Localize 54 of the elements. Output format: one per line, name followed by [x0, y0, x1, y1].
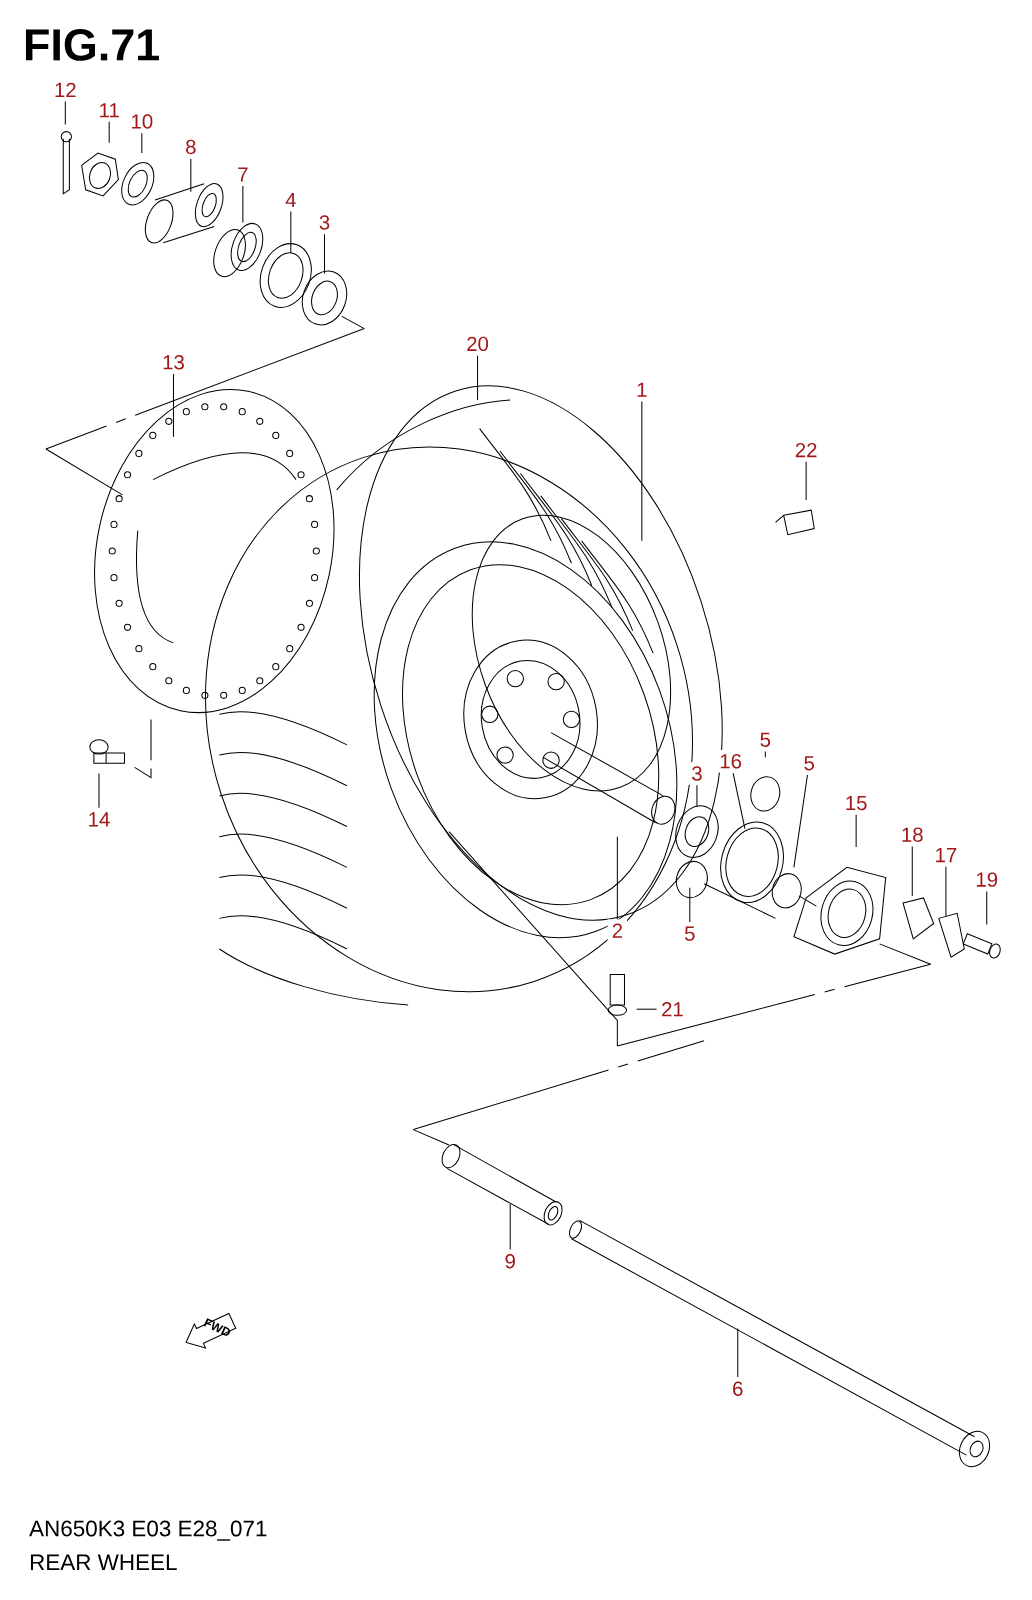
- callout-number: 11: [94, 99, 125, 122]
- leader-line: [173, 373, 175, 438]
- leader-line: [509, 1203, 511, 1250]
- leader-line: [65, 101, 66, 125]
- leader-line: [732, 772, 746, 830]
- callout-number: 21: [657, 998, 689, 1021]
- leader-line: [737, 1328, 739, 1378]
- leader-line: [190, 158, 192, 193]
- leader-line: [477, 355, 479, 401]
- callout-number: 18: [897, 823, 928, 846]
- callout-number: 12: [50, 78, 81, 101]
- leader-line: [617, 836, 619, 920]
- leader-line: [242, 185, 244, 223]
- leader-line: [855, 814, 857, 848]
- leader-line: [805, 461, 807, 501]
- callout-number: 1: [632, 378, 652, 401]
- callout-number: 9: [500, 1249, 521, 1273]
- leader-line: [793, 774, 809, 868]
- callout-number: 20: [462, 332, 494, 356]
- leader-line: [945, 866, 947, 917]
- callout-number: 3: [687, 762, 707, 785]
- callout-number: 4: [281, 188, 301, 212]
- callout-number: 6: [728, 1377, 748, 1401]
- figure-title: FIG.71: [26, 29, 160, 61]
- callout-number: 16: [715, 749, 747, 773]
- callout-number: 14: [83, 808, 115, 831]
- leader-line: [324, 233, 326, 274]
- leader-line: [98, 772, 100, 809]
- callout-number: 5: [755, 728, 776, 751]
- callout-number: 13: [158, 350, 190, 374]
- leader-line: [108, 121, 110, 144]
- leader-line: [911, 846, 913, 897]
- leader-line: [986, 890, 988, 925]
- callout-number: 7: [233, 163, 253, 186]
- callout-number: 19: [971, 868, 1003, 891]
- callout-number: 2: [607, 919, 628, 942]
- callout-number: 15: [840, 791, 872, 815]
- leader-line: [689, 887, 691, 923]
- callout-number: 10: [126, 110, 158, 133]
- callout-number: 8: [181, 135, 201, 159]
- callout-number: 5: [680, 922, 700, 945]
- callout-number: 3: [314, 211, 335, 234]
- leader-line: [636, 1008, 658, 1010]
- drawing-code: AN650K3 E03 E28_071: [29, 1520, 267, 1541]
- callout-number: 22: [790, 438, 822, 462]
- leader-line: [141, 132, 143, 154]
- leader-line: [765, 751, 766, 758]
- leader-line: [641, 400, 643, 542]
- callout-number: 17: [930, 844, 962, 867]
- figure-caption: REAR WHEEL: [31, 1554, 177, 1570]
- leader-line: [696, 784, 698, 807]
- arrow-label: FWD: [203, 1318, 231, 1336]
- leader-line: [290, 211, 292, 254]
- callout-number: 5: [799, 752, 820, 775]
